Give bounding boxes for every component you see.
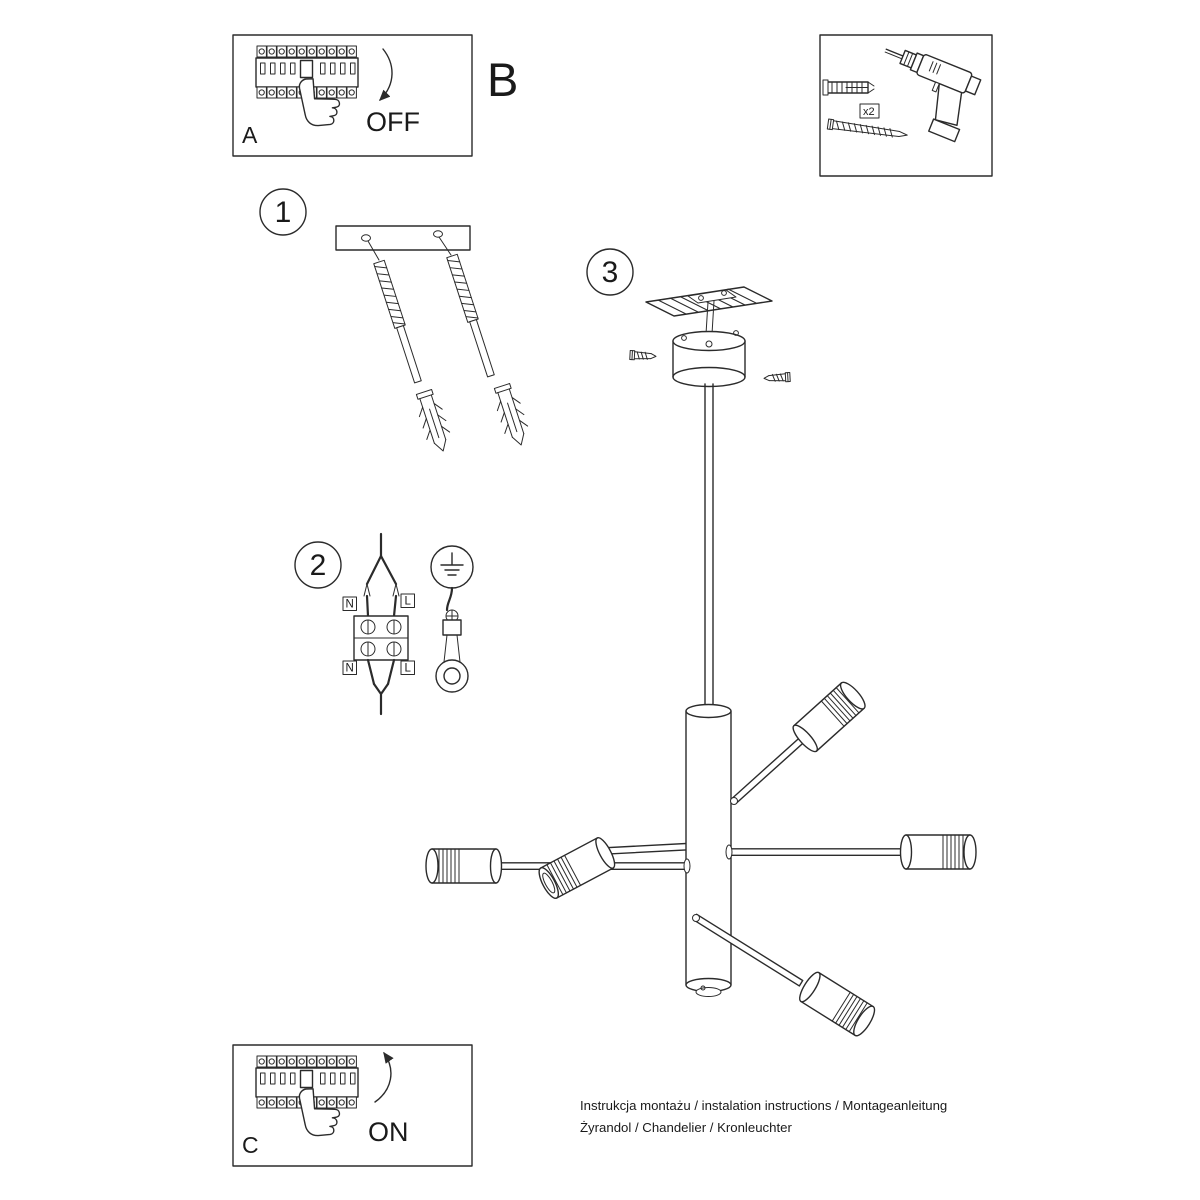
arm-collar-left (683, 858, 691, 874)
wall-anchor-right-icon (489, 381, 534, 450)
panel-c-label: C (242, 1132, 259, 1158)
label-box-n-top (342, 596, 357, 611)
cable-ring-hole (443, 667, 461, 685)
panel-c-frame (232, 1044, 473, 1167)
suspension-rod (704, 383, 714, 708)
socket-middle-icon (534, 834, 619, 902)
canopy-screw-right-icon (763, 372, 791, 384)
label-box-l-bottom (400, 660, 415, 675)
ceiling-plate (335, 225, 471, 251)
line-bottom-label: L (404, 663, 411, 675)
step-3-canopy: 3 (586, 248, 791, 388)
arm-joint-lower (692, 914, 700, 922)
canopy-rim-screw-right (733, 330, 739, 336)
tools-box: x2 (819, 34, 993, 177)
leader-line-right (438, 236, 452, 256)
neutral-bottom-label: N (346, 663, 354, 675)
leader-line-left (367, 240, 380, 261)
bracket-screw-right (721, 290, 727, 296)
ground-wire (445, 586, 454, 612)
step-1-badge (259, 188, 307, 236)
step-1-number: 1 (275, 196, 292, 229)
wire-fork-top (363, 583, 400, 597)
tube-end-screw (700, 985, 706, 991)
step-3-badge (586, 248, 634, 296)
canopy-side (672, 340, 746, 378)
tube-end-cap (695, 987, 722, 997)
hanger-stem (705, 300, 715, 335)
canopy-rim-screw-left (681, 335, 687, 341)
step-2-number: 2 (310, 549, 327, 582)
panel-a-label: A (242, 122, 258, 148)
anchor-qty-frame (859, 103, 880, 119)
bracket-screw-left (698, 295, 704, 301)
wire-split (365, 554, 398, 586)
section-b-label: B (487, 53, 518, 106)
wire-into-terminal (365, 594, 398, 618)
power-on-panel: C ON (232, 1044, 473, 1167)
footer-line1: Instrukcja montażu / instalation instruc… (580, 1098, 947, 1113)
step-1-drilling: 1 (259, 188, 534, 456)
arm-middle (603, 842, 690, 855)
plate-hole-left (361, 234, 371, 242)
step-2-wiring: 2 N L N L (294, 532, 474, 716)
power-off-label: OFF (366, 107, 420, 137)
step-2-badge (294, 541, 342, 589)
socket-upper-right-icon (789, 678, 870, 756)
power-on-label: ON (368, 1117, 409, 1147)
tube-top (685, 703, 732, 719)
body-tube (685, 710, 732, 986)
canopy-bottom (672, 366, 746, 388)
flip-down-arrow-icon (379, 48, 393, 101)
socket-right-icon (899, 834, 977, 870)
anchor-qty-label: x2 (863, 106, 875, 118)
label-box-l-top (400, 593, 415, 608)
clamp-legs (443, 634, 461, 663)
chandelier-drawing (425, 383, 977, 1040)
panel-a-frame (232, 34, 473, 157)
power-off-panel: A OFF (232, 34, 473, 157)
earth-sign (440, 552, 464, 576)
ground-clamp-body (442, 619, 462, 636)
canopy-center-hole (705, 340, 713, 348)
terminal-screw-slots (367, 620, 395, 656)
arm-right (728, 848, 908, 856)
footer: Instrukcja montażu / instalation instruc… (580, 1098, 947, 1135)
wire-out-of-terminal (366, 658, 396, 686)
drill-icon (884, 48, 982, 143)
wall-anchor-left-icon (411, 387, 456, 456)
socket-left-icon (425, 848, 503, 884)
footer-line2: Żyrandol / Chandelier / Kronleuchter (580, 1120, 792, 1135)
arm-upper-right (731, 731, 812, 805)
label-box-n-bottom (342, 660, 357, 675)
plate-hole-right (433, 230, 443, 238)
cable-ring-icon (435, 659, 469, 693)
wall-plug-icon (822, 79, 875, 96)
line-top-label: L (404, 596, 411, 608)
step-3-number: 3 (602, 256, 619, 289)
screw-right-icon (446, 253, 497, 379)
neutral-top-label: N (346, 599, 354, 611)
wire-merge (372, 682, 390, 716)
mounting-screw-icon (826, 118, 908, 138)
flip-up-arrow-icon (374, 1051, 394, 1103)
screw-left-icon (373, 259, 424, 385)
socket-lower-right-icon (795, 969, 879, 1040)
tools-frame (819, 34, 993, 177)
arm-joint-upper (730, 797, 738, 805)
canopy-screw-left-icon (629, 350, 657, 362)
arm-collar-right (725, 844, 733, 860)
